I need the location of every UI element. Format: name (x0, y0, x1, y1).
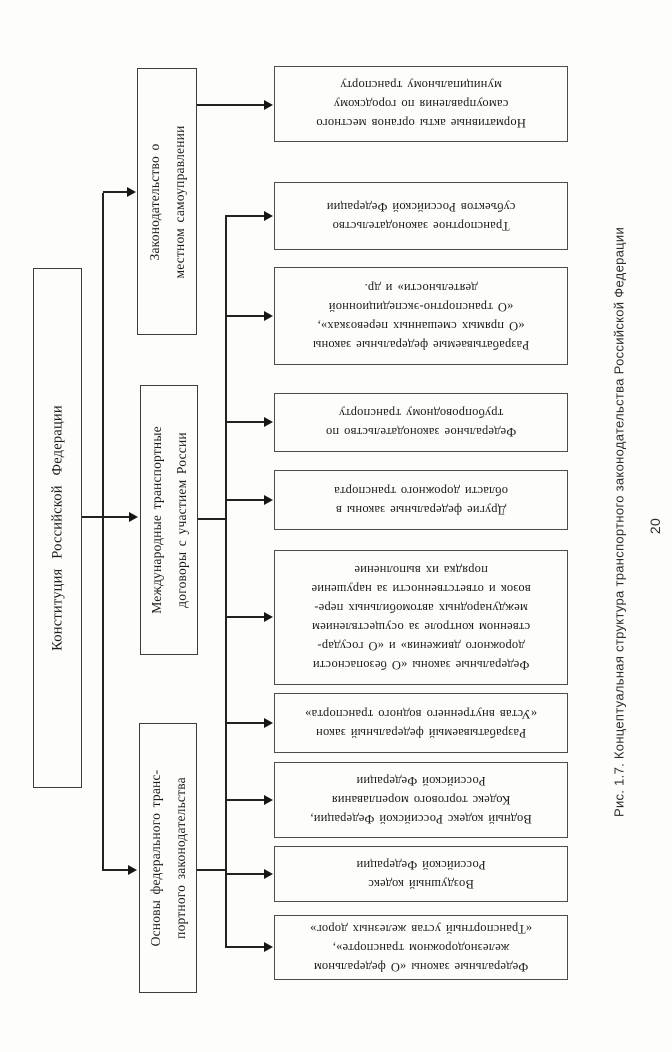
leaf-other-road-laws: Другие федеральные законы в области доро… (274, 470, 568, 530)
connector-local-stub (103, 191, 129, 193)
connector-international-feed (198, 518, 227, 520)
connector-leaf9-stub (227, 873, 265, 875)
arrow-leaf-3 (264, 311, 273, 321)
connector-leaf8-stub (227, 799, 265, 801)
leaf-pipeline-legislation: Федеральное законодательство по трубопро… (274, 393, 568, 452)
connector-leaf4-stub (227, 421, 265, 423)
arrow-leaf-2 (264, 211, 273, 221)
leaf-air-code: Воздушный кодекс Российской Федерации (274, 846, 568, 902)
arrow-federal (128, 865, 137, 875)
connector-leaf5-stub (227, 499, 265, 501)
box-international-treaties-label: Международные транспортные договоры с уч… (149, 426, 189, 614)
leaf-water-code: Водный кодекс Российской Федерации, Коде… (274, 762, 568, 838)
leaf-regional-legislation: Транспортное законодательство субъектов … (274, 182, 568, 250)
box-federal-transport-basics: Основы федерального транс- портного зако… (139, 723, 197, 993)
arrow-leaf-6 (264, 612, 273, 622)
arrow-leaf-1 (264, 100, 273, 110)
connector-leaf3-stub (227, 315, 265, 317)
connector-federal-stub (103, 869, 130, 871)
box-federal-transport-basics-label: Основы федерального транс- портного зако… (148, 769, 188, 947)
page-number: 20 (647, 517, 663, 535)
leaf-draft-federal-laws: Разрабатываемые федеральные законы «О пр… (274, 267, 568, 365)
figure-caption: Рис. 1.7. Концептуальная структура транс… (611, 226, 627, 818)
connector-bus (225, 215, 227, 948)
box-constitution: Конституция Российской Федерации (33, 268, 82, 788)
arrow-leaf-10 (264, 942, 273, 952)
connector-leaf10-stub (227, 946, 265, 948)
arrow-leaf-8 (264, 795, 273, 805)
leaf-municipal-acts: Нормативные акты органов местного самоуп… (274, 66, 568, 142)
box-local-government-label: Законодательство о местном самоуправлени… (147, 124, 187, 279)
connector-federal-feed (197, 869, 227, 871)
arrow-leaf-5 (264, 495, 273, 505)
connector-leaf6-stub (227, 616, 265, 618)
connector-leaf7-stub (227, 722, 265, 724)
connector-trunk (102, 193, 104, 871)
connector-root-stub (82, 516, 131, 518)
connector-leaf2-stub (227, 215, 265, 217)
arrow-local (127, 187, 136, 197)
arrow-international (129, 512, 138, 522)
arrow-leaf-4 (264, 417, 273, 427)
leaf-road-safety-laws: Федеральные законы «О безопасности дорож… (274, 550, 568, 685)
leaf-railway-laws: Федеральные законы «О федеральном железн… (274, 915, 568, 980)
box-constitution-label: Конституция Российской Федерации (49, 405, 65, 651)
box-international-treaties: Международные транспортные договоры с уч… (140, 385, 198, 655)
arrow-leaf-7 (264, 718, 273, 728)
arrow-leaf-9 (264, 869, 273, 879)
leaf-draft-inland-water-code: Разрабатываемый федеральный закон «Устав… (274, 693, 568, 753)
connector-local-to-leaf1 (197, 104, 265, 106)
box-local-government-legislation: Законодательство о местном самоуправлени… (137, 68, 197, 335)
